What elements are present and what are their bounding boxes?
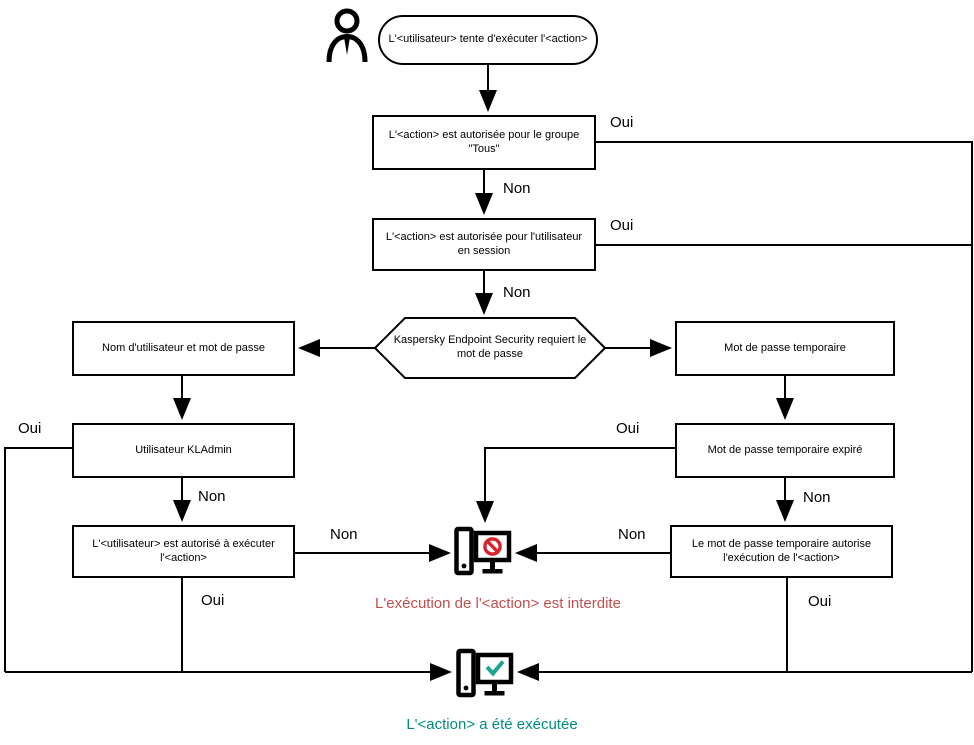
edge-kladmin-oui	[4, 447, 72, 672]
edge-label-userauth-oui: Oui	[201, 592, 225, 609]
node-kladmin: Utilisateur KLAdmin	[72, 423, 295, 478]
node-kladmin-label: Utilisateur KLAdmin	[135, 443, 232, 456]
node-group-allowed-label: L'<action> est autorisée pour le groupe …	[388, 128, 580, 155]
node-temp-authorizes: Le mot de passe temporaire autorise l'ex…	[670, 525, 893, 578]
edge-tempexpired-oui	[476, 447, 675, 523]
edge-label-tempauth-oui: Oui	[808, 593, 832, 610]
edge-label-userauth-non: Non	[330, 526, 358, 543]
result-denied-text: L'exécution de l'<action> est interdite	[375, 595, 621, 612]
node-temp-password: Mot de passe temporaire	[675, 321, 895, 376]
node-requires-password-label: Kaspersky Endpoint Security requiert le …	[393, 334, 587, 360]
node-temp-expired-label: Mot de passe temporaire expiré	[707, 443, 863, 456]
edge-label-group-non: Non	[503, 180, 531, 197]
node-temp-password-label: Mot de passe temporaire	[724, 341, 846, 354]
edge-label-kladmin-non: Non	[198, 488, 226, 505]
edge-label-kladmin-oui: Oui	[18, 420, 42, 437]
node-requires-password: Kaspersky Endpoint Security requiert le …	[393, 318, 587, 378]
edge-label-session-oui: Oui	[610, 217, 634, 234]
node-session-allowed-label: L'<action> est autorisée pour l'utilisat…	[385, 230, 583, 257]
node-user-authorized: L'<utilisateur> est autorisé à exécuter …	[72, 525, 295, 578]
node-session-allowed: L'<action> est autorisée pour l'utilisat…	[372, 218, 596, 271]
edge-label-session-non: Non	[503, 284, 531, 301]
user-icon	[324, 8, 370, 69]
node-user-authorized-label: L'<utilisateur> est autorisé à exécuter …	[92, 537, 275, 564]
edge-label-group-oui: Oui	[610, 114, 634, 131]
edge-label-tempexpired-non: Non	[803, 489, 831, 506]
edge-label-tempexpired-oui: Oui	[616, 420, 640, 437]
edge-group-oui	[596, 141, 973, 672]
result-allowed-text: L'<action> a été exécutée	[406, 716, 578, 733]
node-username-password-label: Nom d'utilisateur et mot de passe	[102, 341, 265, 354]
node-start-label: L'<utilisateur> tente d'exécuter l'<acti…	[388, 33, 588, 46]
decision-hexagon	[373, 317, 607, 379]
computer-success-icon	[455, 648, 514, 707]
node-username-password: Nom d'utilisateur et mot de passe	[72, 321, 295, 376]
node-start: L'<utilisateur> tente d'exécuter l'<acti…	[378, 15, 598, 65]
edge-label-tempauth-non: Non	[618, 526, 646, 543]
node-temp-expired: Mot de passe temporaire expiré	[675, 423, 895, 478]
node-temp-authorizes-label: Le mot de passe temporaire autorise l'ex…	[691, 537, 872, 564]
node-group-allowed: L'<action> est autorisée pour le groupe …	[372, 115, 596, 170]
computer-blocked-icon	[453, 526, 512, 585]
